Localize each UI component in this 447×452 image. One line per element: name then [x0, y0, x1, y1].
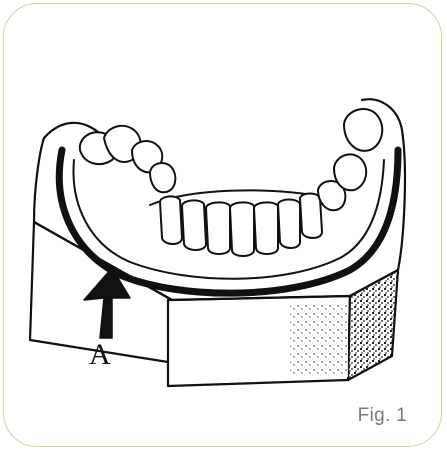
- arrow-a-label: A: [89, 340, 111, 370]
- teeth: [80, 109, 382, 256]
- figure-caption: Fig. 1: [358, 405, 407, 427]
- shading-front: [290, 305, 348, 377]
